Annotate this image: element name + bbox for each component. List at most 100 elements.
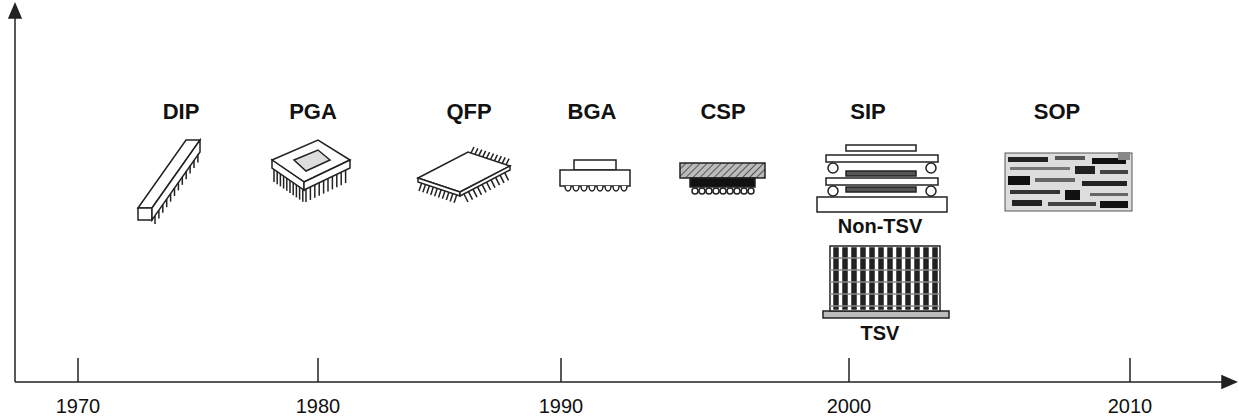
stroke <box>861 248 865 309</box>
stroke <box>197 154 199 162</box>
stroke <box>473 189 477 197</box>
stroke <box>692 188 698 194</box>
stroke <box>496 177 500 185</box>
stroke <box>189 166 191 174</box>
stroke <box>573 186 579 191</box>
package-name: BGA <box>568 101 617 123</box>
stroke <box>479 150 482 156</box>
stroke <box>1100 201 1128 208</box>
stroke <box>1100 170 1128 174</box>
stroke <box>605 186 611 191</box>
stroke <box>193 160 195 168</box>
stroke <box>727 188 733 194</box>
sop-board <box>1005 152 1132 211</box>
stroke <box>345 169 347 183</box>
stroke <box>924 248 928 309</box>
year-label: 1990 <box>539 396 584 416</box>
stroke <box>506 159 509 165</box>
stroke <box>154 216 156 224</box>
year-label: 1970 <box>56 396 101 416</box>
stroke <box>1035 178 1075 182</box>
package-name: CSP <box>700 101 745 123</box>
stroke <box>482 184 486 192</box>
stroke <box>185 171 187 179</box>
stroke <box>830 269 940 271</box>
stroke <box>1010 190 1060 194</box>
stroke <box>870 248 874 309</box>
stroke <box>174 188 176 196</box>
stroke <box>340 171 342 185</box>
stroke <box>162 205 164 213</box>
stroke <box>852 248 856 309</box>
stroke <box>734 188 740 194</box>
stroke <box>1010 167 1070 170</box>
stroke <box>830 305 940 307</box>
csp-package <box>680 163 765 194</box>
dip-package <box>138 140 200 224</box>
stroke <box>915 248 919 309</box>
stroke <box>483 151 486 157</box>
stroke <box>897 248 901 309</box>
stroke <box>487 182 491 190</box>
stroke <box>170 194 172 202</box>
stroke <box>597 186 603 191</box>
stroke <box>1008 176 1030 185</box>
stroke <box>332 175 334 189</box>
stroke <box>834 248 838 309</box>
stroke <box>1075 166 1095 174</box>
stroke <box>699 188 705 194</box>
stroke <box>182 177 184 185</box>
stroke <box>464 194 468 202</box>
stroke <box>830 257 940 259</box>
stroke <box>933 248 937 309</box>
stroke <box>565 186 571 191</box>
stroke <box>469 192 473 200</box>
axes <box>9 4 1236 388</box>
sip-stack <box>817 145 947 212</box>
variant-name: Non-TSV <box>836 216 924 236</box>
stroke <box>166 199 168 207</box>
stroke <box>1082 181 1127 186</box>
stroke <box>1090 193 1128 196</box>
stroke <box>494 155 497 161</box>
stroke <box>843 248 847 309</box>
package-name: SIP <box>850 101 885 123</box>
stroke <box>336 173 338 187</box>
stroke <box>888 248 892 309</box>
stroke <box>471 147 474 153</box>
stroke <box>478 187 482 195</box>
stroke <box>830 293 940 295</box>
stroke <box>500 175 504 183</box>
stroke <box>498 156 501 162</box>
stroke <box>741 188 747 194</box>
stroke <box>178 182 180 190</box>
package-name: QFP <box>446 101 491 123</box>
stroke <box>502 157 505 163</box>
year-label: 1980 <box>296 396 341 416</box>
stroke <box>613 186 619 191</box>
variant-name: TSV <box>859 323 902 343</box>
pga-package <box>272 140 350 202</box>
package-name: DIP <box>163 101 200 123</box>
stroke <box>487 152 490 158</box>
stroke <box>505 172 509 180</box>
stroke <box>1012 200 1042 206</box>
stroke <box>589 186 595 191</box>
stroke <box>720 188 726 194</box>
stroke <box>706 188 712 194</box>
stroke <box>621 186 627 191</box>
package-name: PGA <box>289 101 337 123</box>
stroke <box>1065 190 1080 200</box>
stroke <box>581 186 587 191</box>
stroke <box>1055 156 1085 160</box>
package-name: SOP <box>1034 101 1080 123</box>
stroke <box>158 210 160 218</box>
stroke <box>713 188 719 194</box>
stroke <box>491 154 494 160</box>
tsv-stack <box>823 246 949 318</box>
stroke <box>906 248 910 309</box>
stroke <box>475 148 478 154</box>
stroke <box>1048 202 1096 206</box>
qfp-package <box>418 147 510 203</box>
